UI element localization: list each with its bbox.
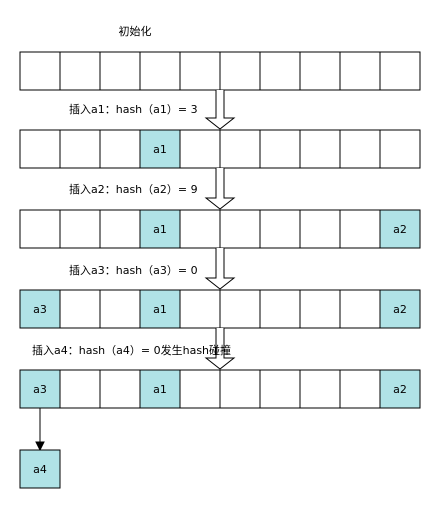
bucket-cell bbox=[99, 209, 141, 249]
bucket-value: a2 bbox=[393, 223, 407, 236]
chain-arrowhead bbox=[35, 441, 45, 452]
bucket-cell bbox=[379, 369, 421, 409]
diagram-title: 初始化 bbox=[119, 24, 152, 38]
bucket-cell bbox=[179, 129, 221, 169]
bucket-cell bbox=[139, 209, 181, 249]
bucket-value: a2 bbox=[393, 383, 407, 396]
chain-node bbox=[19, 449, 61, 489]
bucket-cell bbox=[139, 289, 181, 329]
bucket-cell bbox=[379, 209, 421, 249]
bucket-cell bbox=[219, 289, 261, 329]
bucket-cell bbox=[59, 51, 101, 91]
bucket-cell bbox=[339, 289, 381, 329]
bucket-cell bbox=[299, 289, 341, 329]
bucket-cell bbox=[179, 209, 221, 249]
hash-table-row-4: a3 a1 a2 bbox=[19, 369, 421, 409]
hash-table-row-1: a1 bbox=[19, 129, 421, 169]
step-arrow bbox=[204, 168, 236, 210]
bucket-cell bbox=[179, 369, 221, 409]
bucket-cell bbox=[219, 129, 261, 169]
bucket-cell bbox=[379, 289, 421, 329]
step-label: 插入a4：hash（a4）= 0发生hash碰撞 bbox=[32, 343, 231, 357]
bucket-cell bbox=[59, 129, 101, 169]
bucket-cell bbox=[139, 129, 181, 169]
bucket-cell bbox=[99, 289, 141, 329]
bucket-value: a3 bbox=[33, 303, 47, 316]
bucket-cell bbox=[259, 289, 301, 329]
bucket-cell bbox=[299, 369, 341, 409]
bucket-cell bbox=[219, 209, 261, 249]
bucket-cell bbox=[19, 209, 61, 249]
bucket-cell bbox=[339, 51, 381, 91]
step-label: 插入a3：hash（a3）= 0 bbox=[69, 263, 198, 277]
bucket-cell bbox=[339, 209, 381, 249]
bucket-cell bbox=[299, 129, 341, 169]
step-label: 插入a2：hash（a2）= 9 bbox=[69, 182, 198, 196]
bucket-value: a1 bbox=[153, 383, 167, 396]
bucket-value: a1 bbox=[153, 143, 167, 156]
bucket-cell bbox=[259, 209, 301, 249]
bucket-cell bbox=[99, 369, 141, 409]
chain-node-value: a4 bbox=[33, 463, 47, 476]
bucket-cell bbox=[299, 209, 341, 249]
bucket-value: a1 bbox=[153, 303, 167, 316]
step-label: 插入a1：hash（a1）= 3 bbox=[69, 102, 198, 116]
bucket-cell bbox=[219, 51, 261, 91]
bucket-cell bbox=[259, 129, 301, 169]
bucket-cell bbox=[139, 51, 181, 91]
bucket-cell bbox=[59, 369, 101, 409]
bucket-cell bbox=[379, 51, 421, 91]
step-arrow bbox=[204, 90, 236, 130]
bucket-value: a2 bbox=[393, 303, 407, 316]
bucket-value: a1 bbox=[153, 223, 167, 236]
bucket-cell bbox=[59, 209, 101, 249]
bucket-cell bbox=[19, 129, 61, 169]
hash-table-row-3: a3 a1 a2 bbox=[19, 289, 421, 329]
bucket-cell bbox=[179, 51, 221, 91]
bucket-cell bbox=[219, 369, 261, 409]
bucket-cell bbox=[299, 51, 341, 91]
bucket-cell bbox=[19, 51, 61, 91]
bucket-cell bbox=[99, 51, 141, 91]
bucket-value: a3 bbox=[33, 383, 47, 396]
bucket-cell bbox=[339, 369, 381, 409]
step-arrow bbox=[204, 328, 236, 370]
bucket-cell bbox=[99, 129, 141, 169]
step-arrow bbox=[204, 248, 236, 290]
bucket-cell bbox=[259, 369, 301, 409]
bucket-cell bbox=[59, 289, 101, 329]
hash-table-row-0 bbox=[19, 51, 421, 91]
bucket-cell bbox=[179, 289, 221, 329]
bucket-cell bbox=[139, 369, 181, 409]
bucket-cell bbox=[259, 51, 301, 91]
bucket-cell bbox=[379, 129, 421, 169]
hash-table-row-2: a1 a2 bbox=[19, 209, 421, 249]
bucket-cell bbox=[339, 129, 381, 169]
